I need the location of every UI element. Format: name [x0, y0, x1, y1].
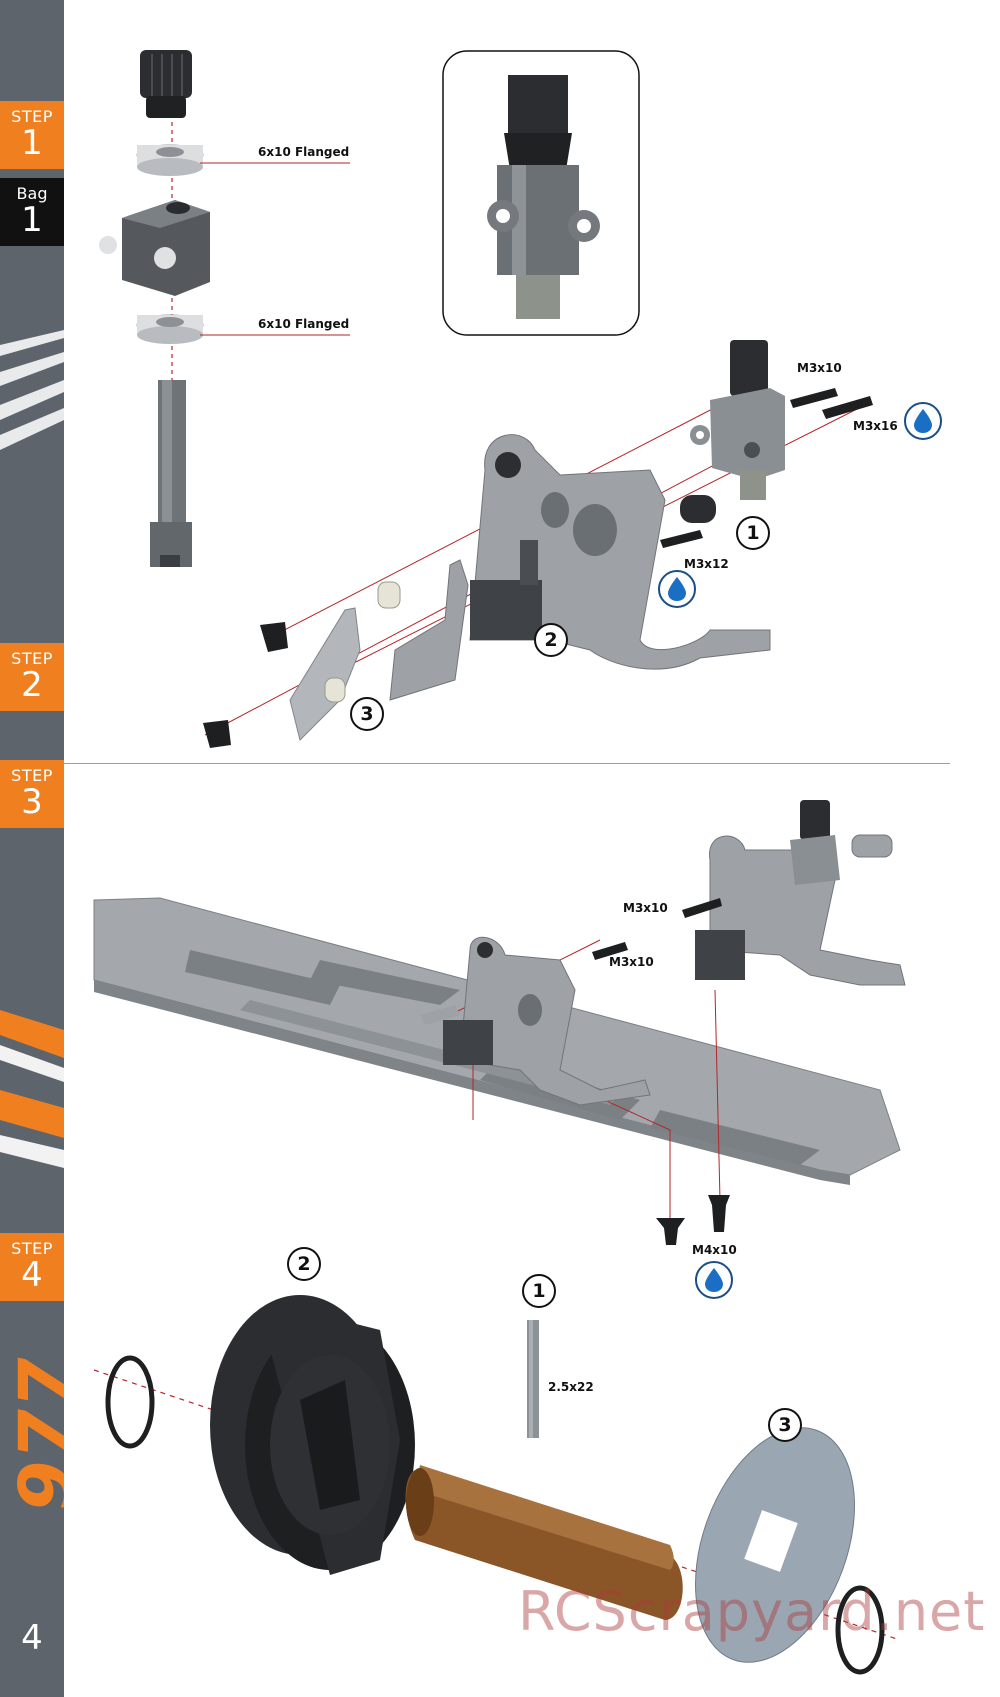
- callout-2: 2: [287, 1247, 321, 1281]
- step-label: STEP: [11, 649, 53, 668]
- screw-m3x10-label: M3x10: [797, 361, 842, 375]
- pin-2-5x22-label: 2.5x22: [548, 1380, 594, 1394]
- step2-illustration: [203, 340, 873, 748]
- step-label: STEP: [11, 107, 53, 126]
- thread-lock-drop-icon: [695, 1261, 733, 1299]
- callout-1: 1: [736, 516, 770, 550]
- step-1-badge: STEP 1: [0, 101, 64, 169]
- thread-lock-drop-icon: [658, 570, 696, 608]
- bag-badge: Bag 1: [0, 178, 64, 246]
- step-number: 1: [21, 123, 43, 163]
- screw-m3x10-label: M3x10: [623, 901, 668, 915]
- step3-illustration: [93, 800, 906, 1245]
- sidebar: STEP 1 Bag 1 STEP 2 STEP 3 STEP 4 977 4: [0, 0, 64, 1697]
- step-label: STEP: [11, 1239, 53, 1258]
- thread-lock-drop-icon: [904, 402, 942, 440]
- screw-m3x10-label: M3x10: [609, 955, 654, 969]
- callout-1: 1: [522, 1274, 556, 1308]
- watermark: RCScrapyard.net: [518, 1580, 986, 1643]
- step-divider: [64, 763, 950, 764]
- step-number: 2: [21, 665, 43, 705]
- page-number: 4: [21, 1618, 43, 1658]
- step-number: 4: [21, 1255, 43, 1295]
- screw-m4x10-label: M4x10: [692, 1243, 737, 1257]
- bag-label: Bag: [16, 184, 48, 203]
- bag-number: 1: [21, 200, 43, 240]
- step-4-badge: STEP 4: [0, 1233, 64, 1301]
- callout-3: 3: [768, 1408, 802, 1442]
- callout-2: 2: [534, 623, 568, 657]
- step-label: STEP: [11, 766, 53, 785]
- sidebar-stripes: [0, 330, 64, 1168]
- step1-illustration: [99, 50, 640, 567]
- step-number: 3: [21, 782, 43, 822]
- screw-m3x12-label: M3x12: [684, 557, 729, 571]
- bearing-top-label: 6x10 Flanged: [258, 145, 350, 159]
- callout-3: 3: [350, 697, 384, 731]
- bearing-bottom-label: 6x10 Flanged: [258, 317, 350, 331]
- step-2-badge: STEP 2: [0, 643, 64, 711]
- step-3-badge: STEP 3: [0, 760, 64, 828]
- screw-m3x16-label: M3x16: [853, 419, 898, 433]
